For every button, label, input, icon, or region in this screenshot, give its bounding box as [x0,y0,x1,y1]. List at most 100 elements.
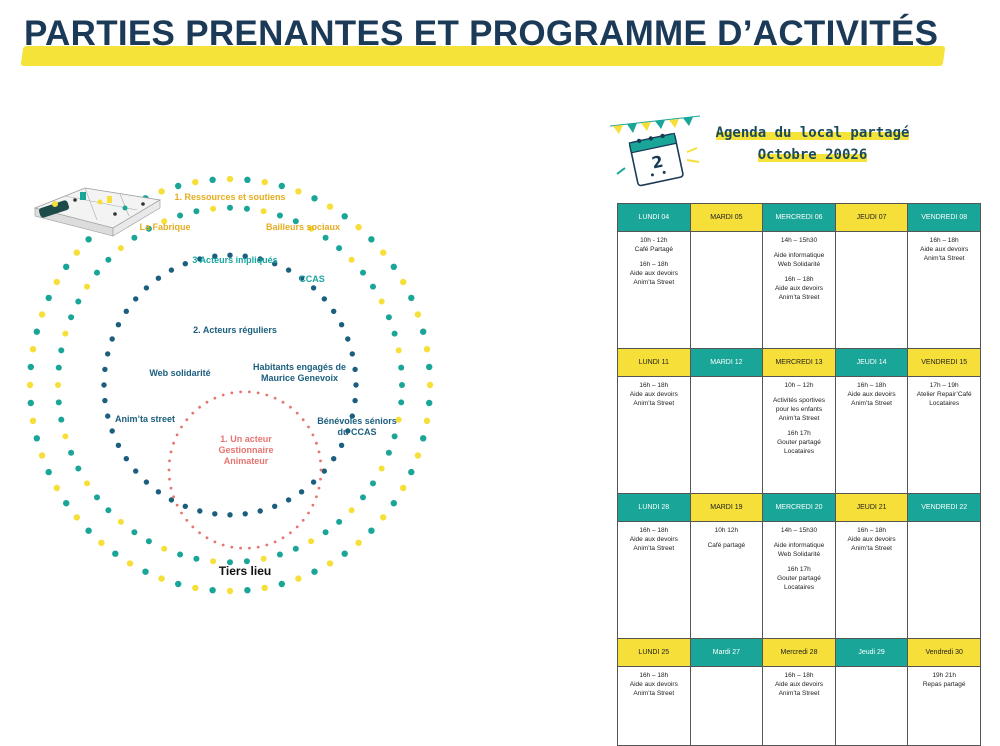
ring-outer-dot [98,539,105,546]
event-text: Café partagé [707,542,746,549]
day-header: LUNDI 04 [617,203,691,232]
ring-outer-dot [311,568,318,575]
ring-third-dot [242,253,248,259]
ring-core-dot [319,477,322,481]
ring-third-dot [101,382,107,388]
ring-second-dot [131,529,138,536]
ring3-right-label: Habitants engagés de Maurice Genevoix [252,362,347,383]
ring-second-dot [243,205,250,212]
day-cell [689,666,764,746]
ring-third-dot [143,285,150,291]
ring-second-dot [117,245,124,252]
agenda-title: Agenda du local partagé Octobre 20026 [715,122,910,166]
day-header: Mercredi 28 [762,638,836,667]
ring-outer-dot [244,587,251,594]
ring-core-dot [239,546,243,550]
ring-third-dot [321,468,327,474]
ring-outer-dot [295,575,302,582]
ring-outer-dot [390,263,397,270]
ring-outer-dot [414,452,422,459]
rings-svg [26,175,434,595]
ring-third-dot [115,442,122,448]
ring-core-dot [172,495,176,499]
ring-third-dot [123,308,129,314]
event-text: 14h – 15h30 [780,237,818,244]
ring-second-dot [398,399,405,406]
ring-third-dot [331,308,337,314]
ring-third-dot [345,336,351,342]
event-text: 16h – 18h Aide aux devoirs Anim’ta Stree… [847,527,896,552]
day-header: MERCREDI 13 [762,348,836,377]
day-cell: 16h – 18h Aide aux devoirs Anim’ta Stree… [907,231,981,349]
agenda-title-line2: Octobre 20026 [757,147,868,163]
ring-core-dot [319,468,323,472]
ring-core-dot [230,545,234,549]
ring-second-dot [210,205,217,212]
ring-core-dot [175,433,179,437]
ring-third-dot [272,503,278,509]
ring-outer-dot [175,182,182,190]
ring-core-dot [289,531,292,535]
ring-second-dot [161,218,168,225]
page-title: PARTIES PRENANTES ET PROGRAMME D’ACTIVIT… [24,14,939,53]
ring-second-dot [292,545,299,552]
ring-outer-dot [423,346,431,353]
event-text: 16h 17h Gouter partagé Locataires [777,566,821,591]
ring-outer-dot [209,587,216,594]
event-text: 17h – 19h Atelier Repair’Café Locataires [916,382,972,407]
ring-second-dot [193,555,200,562]
ring-third-dot [285,267,292,273]
event-text: Aide informatique Web Solidarité [773,542,825,558]
ring-second-dot [385,449,392,456]
ring-outer-dot [261,178,268,186]
ring-second-dot [385,314,392,321]
ring-third-dot [102,366,108,373]
ring-third-dot [143,479,150,485]
ring-second-dot [227,559,233,566]
ring-second-dot [308,225,315,232]
ring-outer-dot [27,399,34,407]
ring-core-dot [281,400,285,404]
ring-third-dot [102,397,108,404]
ring-third-dot [272,261,278,267]
ring-core-dot [248,546,251,550]
ring-outer-dot [126,560,134,567]
ring-outer-dot [158,575,165,582]
ring-second-dot [243,558,250,565]
ring-second-dot [391,433,398,440]
event-text: Activités sportives pour les enfants Ani… [772,397,825,422]
ring-core-dot [172,441,176,445]
day-cell: 16h – 18h Aide aux devoirs Anim’ta Stree… [834,521,909,639]
ring-outer-dot [355,539,362,546]
ring-outer-dot [426,381,434,389]
ring1-right-label: Bailleurs sociaux [265,222,341,232]
ring-third-dot [109,428,115,434]
ring-outer-dot [426,399,433,407]
ring-second-dot [348,256,355,263]
ring-outer-dot [423,417,431,424]
event-text: 14h – 15h30 [780,527,818,534]
ring-outer-dot [63,263,70,270]
ring-third-dot [227,252,233,258]
ring-third-dot [242,511,248,517]
event-text: 16h – 18h Aide aux devoirs Anim’ta Stree… [920,237,969,262]
event-text: 16h – 18h Aide aux devoirs Anim’ta Stree… [774,276,824,301]
event-text: Aide informatique Web Solidarité [773,252,825,268]
ring-core-dot [180,511,183,515]
ring-outer-dot [45,294,52,302]
ring-second-dot [395,347,402,354]
day-cell [834,666,909,746]
ring-second-dot [177,212,184,219]
ring2-right-label: CCAS [299,274,325,284]
day-header: Vendredi 30 [907,638,981,667]
event-text: 16h – 18h Aide aux devoirs Anim’ta Stree… [629,672,678,697]
event-text: 19h 21h Repas partagé [922,672,966,688]
day-cell: 19h 21h Repas partagé [907,666,981,746]
event-text: 16h 17h Gouter partagé Locataires [777,430,821,455]
ring-third-dot [168,497,175,503]
ring-core-dot [315,495,318,499]
